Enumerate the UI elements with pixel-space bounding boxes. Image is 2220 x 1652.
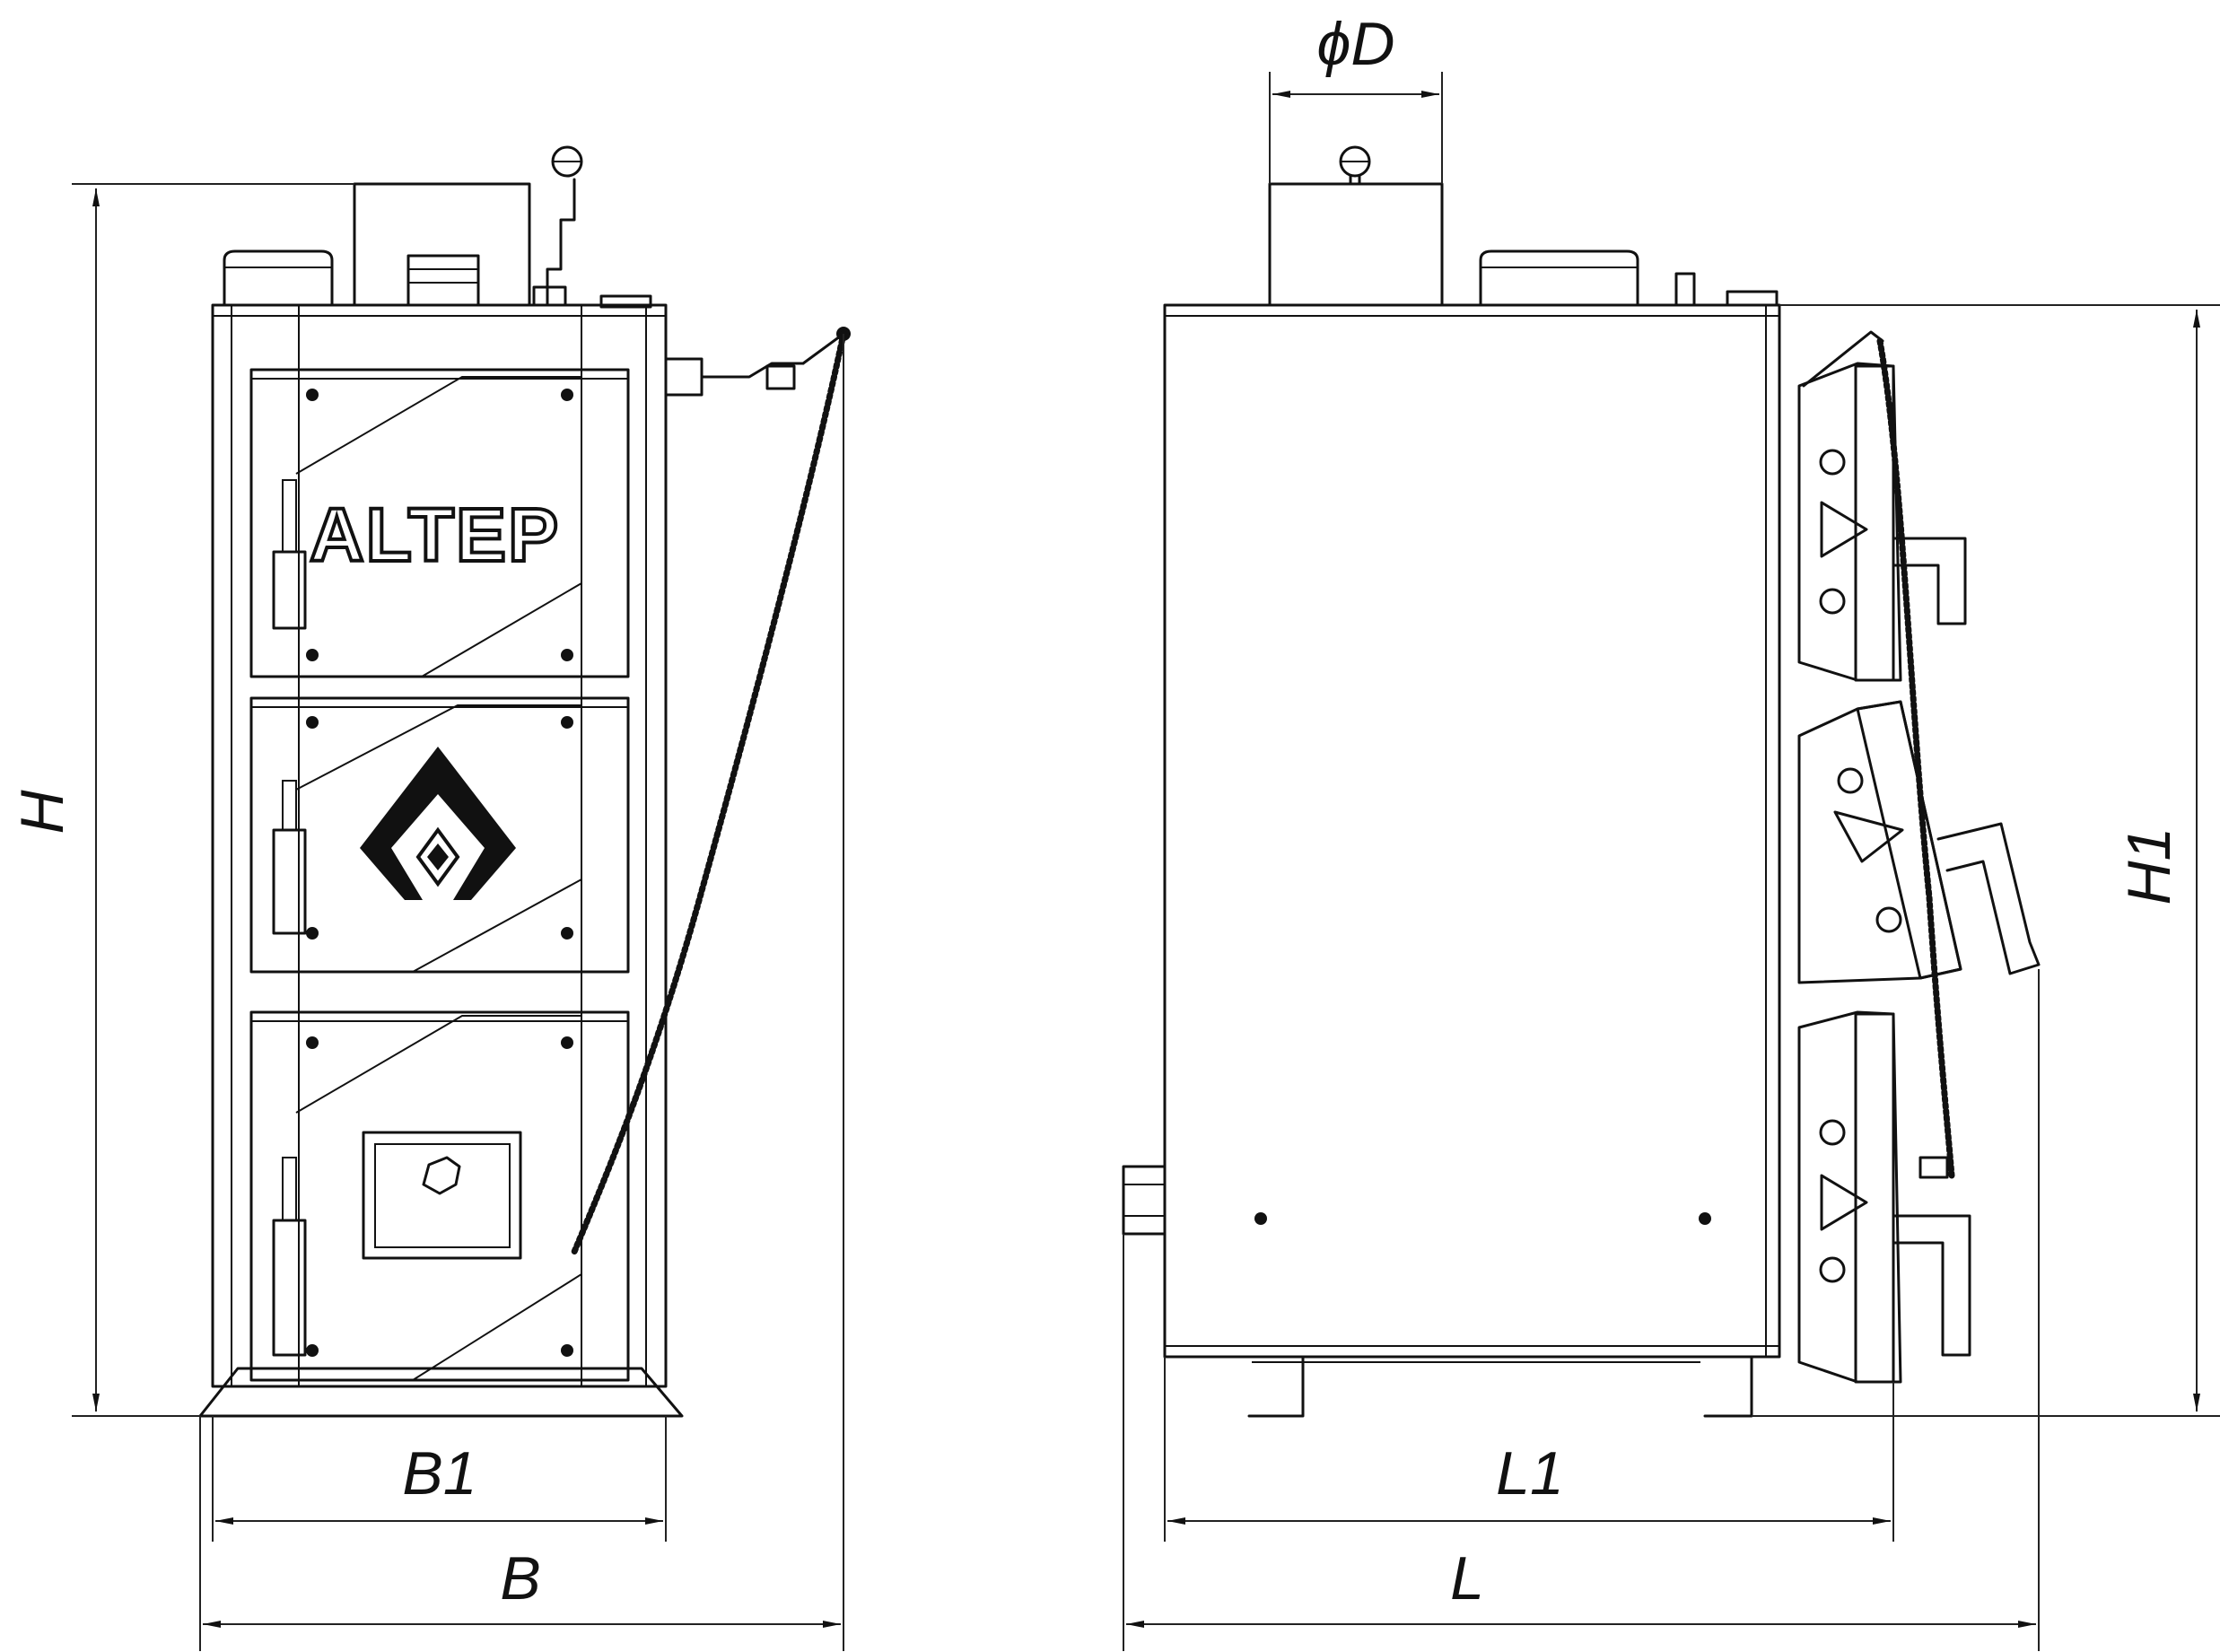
flue-pipe-side: [1268, 182, 1444, 307]
diamond-logo-icon: [360, 747, 516, 900]
brand-logo-text: ALTEP: [310, 493, 560, 577]
middle-door-side: [1797, 700, 2041, 984]
front-view: ALTEP: [198, 145, 851, 1418]
dim-label-b: B: [500, 1544, 540, 1613]
front-base-plinth: [198, 1367, 684, 1418]
dimension-lines: H B1 B ϕD H1 L1 L: [8, 10, 2220, 1651]
draft-regulator-fitting: [664, 357, 704, 397]
side-view: [1122, 145, 2041, 1418]
middle-door-front: [249, 696, 630, 974]
thermostat-stem: [546, 178, 576, 307]
lower-door-hinge: [272, 1219, 307, 1357]
upper-door-side: [1797, 362, 1967, 682]
lower-door-front: [249, 1010, 630, 1382]
draft-chain-side: [1876, 337, 1955, 1179]
flue-collar: [406, 254, 480, 307]
air-damper-window: [362, 1131, 522, 1260]
side-foot-right: [1699, 1355, 1753, 1418]
dim-label-phid: ϕD: [1317, 10, 1395, 78]
upper-door-hinge: [272, 550, 307, 630]
top-hatch-front: [223, 249, 334, 307]
rear-fitting: [1122, 1165, 1167, 1236]
dim-label-h: H: [8, 790, 76, 835]
top-hatch-side: [1479, 249, 1639, 307]
middle-door-hinge: [272, 828, 307, 935]
side-body-outline: [1163, 303, 1781, 1359]
dim-label-h1: H1: [2115, 827, 2183, 905]
damper-knob-icon: [422, 1156, 461, 1195]
dim-label-l1: L1: [1496, 1439, 1564, 1508]
lower-door-side: [1797, 1010, 1971, 1384]
draft-chain: [571, 330, 847, 1255]
side-foot-left: [1247, 1355, 1305, 1418]
flue-pipe-front: [353, 182, 531, 307]
dim-label-b1: B1: [402, 1439, 476, 1508]
dim-label-l: L: [1450, 1544, 1484, 1613]
upper-door-front: ALTEP: [249, 368, 630, 678]
